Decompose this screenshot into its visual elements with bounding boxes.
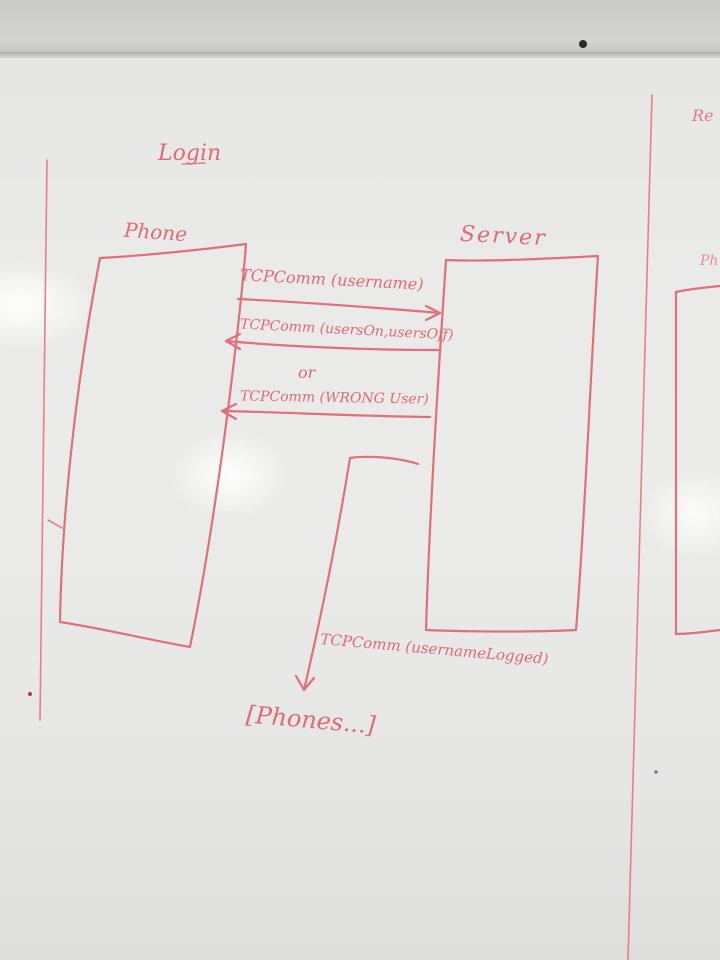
server-label: Server	[459, 221, 548, 252]
phone-label: Phone	[123, 217, 188, 247]
marker-dot	[28, 692, 32, 696]
title-label: Login	[158, 141, 222, 166]
arrowhead-4	[294, 674, 316, 692]
server-box	[424, 254, 600, 633]
cutoff-label: Ph	[700, 253, 719, 269]
divider-line-left	[39, 159, 48, 721]
message-arrow-2	[224, 339, 440, 352]
light-glare	[170, 430, 290, 520]
divider-line-right	[627, 94, 653, 960]
arrowhead-1	[424, 304, 442, 322]
tick-mark	[47, 519, 63, 529]
magnet-dot	[579, 40, 587, 48]
broadcast-arrow	[302, 455, 420, 692]
or-label: or	[298, 363, 316, 382]
message-arrow-1	[236, 297, 442, 315]
arrowhead-3	[220, 402, 238, 421]
cutoff-label: Re	[692, 106, 714, 125]
whiteboard-frame	[0, 0, 720, 58]
title-underline	[181, 162, 206, 165]
arrowhead-2	[224, 332, 242, 351]
message-label-3: TCPComm (WRONG User)	[239, 388, 429, 408]
message-arrow-3	[220, 409, 432, 419]
marker-dot	[654, 770, 658, 774]
whiteboard-edge	[0, 52, 720, 58]
next-section-box	[674, 284, 720, 636]
phone-box	[58, 242, 248, 649]
light-glare	[640, 470, 720, 560]
